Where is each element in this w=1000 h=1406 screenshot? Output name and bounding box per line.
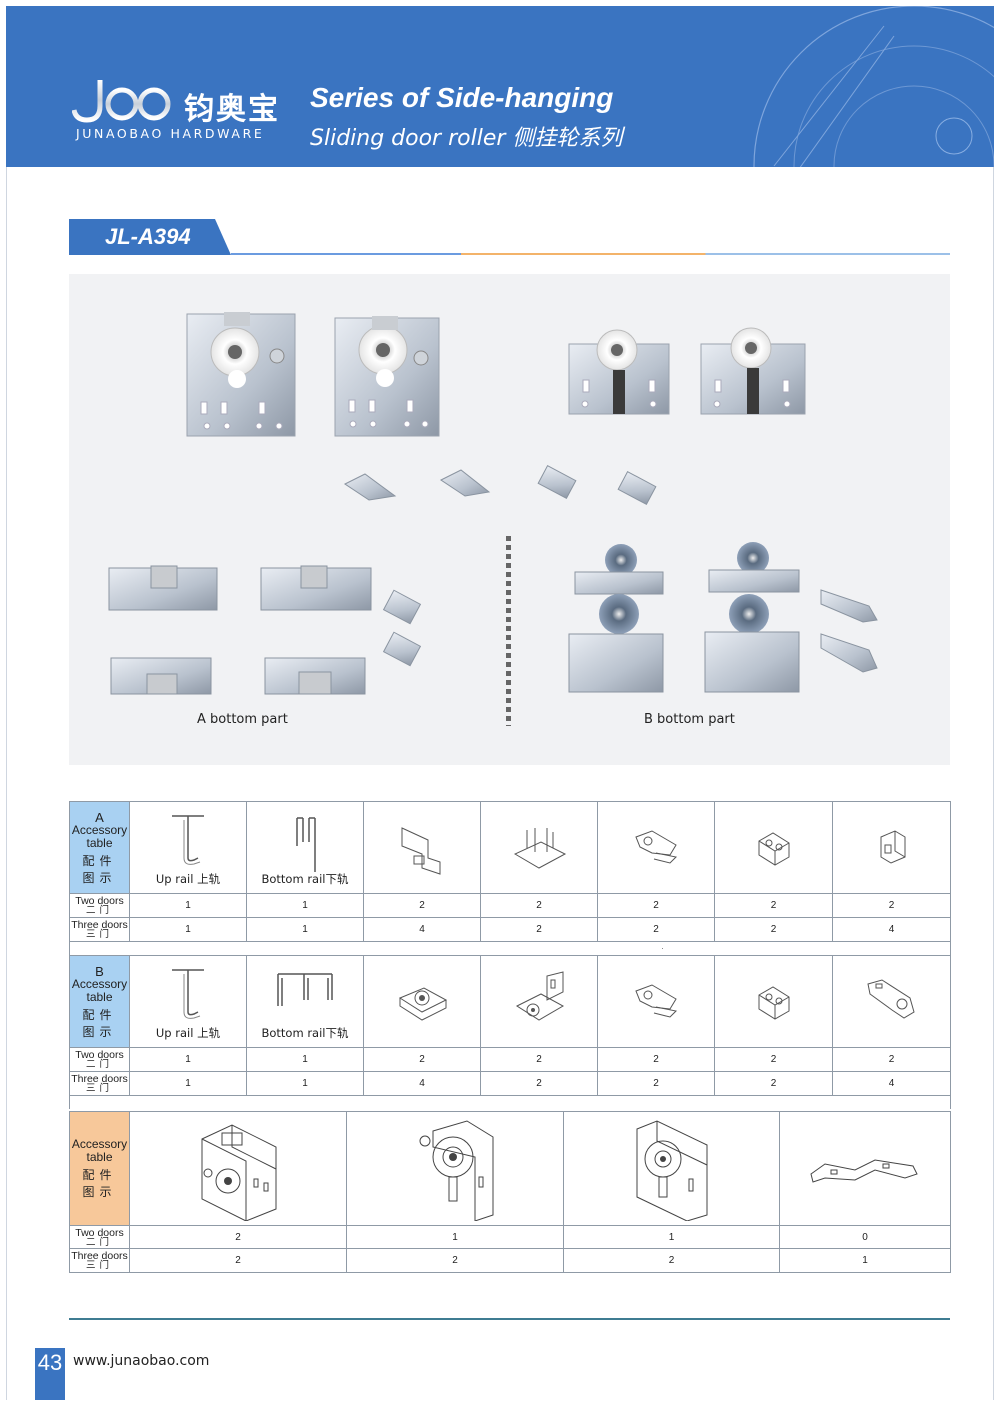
bottom-rail-wide-icon (277, 972, 333, 1006)
page-header: 钧奥宝 JUNAOBAO HARDWARE Series of Side-han… (6, 6, 994, 167)
b-top-roller-right (700, 327, 806, 415)
series-title: Series of Side-hanging (310, 82, 614, 113)
up-rail-icon (172, 814, 204, 865)
table-b-item-roller-bracket (480, 955, 598, 1048)
table-b-item-block (714, 955, 833, 1048)
page-frame (6, 6, 994, 1400)
product-photo (108, 312, 878, 695)
jdb-logo-icon (72, 80, 171, 123)
table-a-item-clip (832, 801, 951, 894)
model-code: JL-A394 (105, 224, 191, 249)
table-b-item-hook-stopper (832, 955, 951, 1048)
connector-bar-icon (810, 1158, 918, 1183)
a-bottom-parts (108, 565, 422, 695)
brand-name-cn: 钧奥宝 (184, 92, 280, 127)
accessory-table-ab: A Accessory table 配件 图示 Up rail 上轨 Botto… (69, 801, 951, 1109)
table-a-item-bracket (363, 801, 481, 894)
block-icon (758, 831, 789, 866)
stopper-icon (635, 983, 678, 1018)
guide-base-icon (513, 827, 567, 869)
hook-stopper-icon (866, 978, 915, 1019)
table-a-header-row: A Accessory table 配件 图示 Up rail 上轨 Botto… (69, 801, 951, 894)
table-a-item-block (714, 801, 833, 894)
bottom-roller-icon (398, 986, 448, 1021)
b-bottom-part-label: B bottom part (644, 712, 735, 727)
a-top-roller-right (334, 316, 440, 437)
a-bottom-part-label: A bottom part (197, 712, 288, 727)
page-number: 43 (37, 1350, 63, 1375)
clip-icon (880, 829, 905, 864)
table-a-item-guide-base (480, 801, 598, 894)
table-a-item-bottom-rail: Bottom rail下轨 (246, 801, 364, 894)
b-bottom-parts (568, 542, 878, 693)
table-a-header: A Accessory table 配件 图示 (69, 801, 130, 894)
roller-bracket-icon (515, 970, 565, 1021)
model-underline (231, 253, 950, 255)
table-spacer: · (69, 941, 951, 956)
hanging-roller-icon (419, 1119, 494, 1221)
brand-name-en: JUNAOBAO HARDWARE (76, 126, 265, 141)
table-a-item-stopper (597, 801, 715, 894)
table-c-item-hanging-roller-alt (563, 1111, 780, 1226)
a-top-roller-left (186, 312, 296, 437)
stopper-icon (635, 829, 678, 864)
b-top-roller-left (568, 329, 670, 415)
table-c-header-row: Accessory table 配件 图示 (69, 1111, 951, 1226)
table-b-item-stopper (597, 955, 715, 1048)
table-b-item-bottom-rail: Bottom rail下轨 (246, 955, 364, 1048)
bottom-rail-icon (296, 816, 316, 872)
model-tab: JL-A394 (69, 219, 231, 255)
table-b-item-up-rail: Up rail 上轨 (129, 955, 247, 1048)
table-b-header-row: B Accessory table 配件 图示 Up rail 上轨 Botto… (69, 955, 951, 1048)
product-photo-panel: A bottom part B bottom part (69, 274, 950, 765)
table-c-item-hanging-roller (346, 1111, 564, 1226)
table-b-item-bottom-roller (363, 955, 481, 1048)
table-c-item-connector-bar (779, 1111, 951, 1226)
up-rail-icon (172, 968, 204, 1019)
page-number-badge: 43 (35, 1348, 65, 1400)
parts-divider (506, 536, 511, 726)
top-roller-assembly-icon (201, 1123, 277, 1221)
bracket-a-icon (401, 826, 441, 875)
header-decoration (753, 6, 994, 167)
hanging-roller-alt-icon (636, 1119, 707, 1221)
website-link[interactable]: www.junaobao.com (73, 1353, 210, 1369)
stopper-pair (344, 464, 657, 506)
table-a-item-up-rail: Up rail 上轨 (129, 801, 247, 894)
block-icon (758, 985, 789, 1020)
table-c-item-top-roller-assembly (129, 1111, 347, 1226)
table-c-header: Accessory table 配件 图示 (69, 1111, 130, 1226)
footer-divider (69, 1318, 950, 1320)
brand-logo: 钧奥宝 JUNAOBAO HARDWARE (72, 76, 292, 146)
series-subtitle: Sliding door roller 侧挂轮系列 (310, 126, 623, 151)
table-b-header: B Accessory table 配件 图示 (69, 955, 130, 1048)
table-spacer-bottom (69, 1095, 951, 1109)
